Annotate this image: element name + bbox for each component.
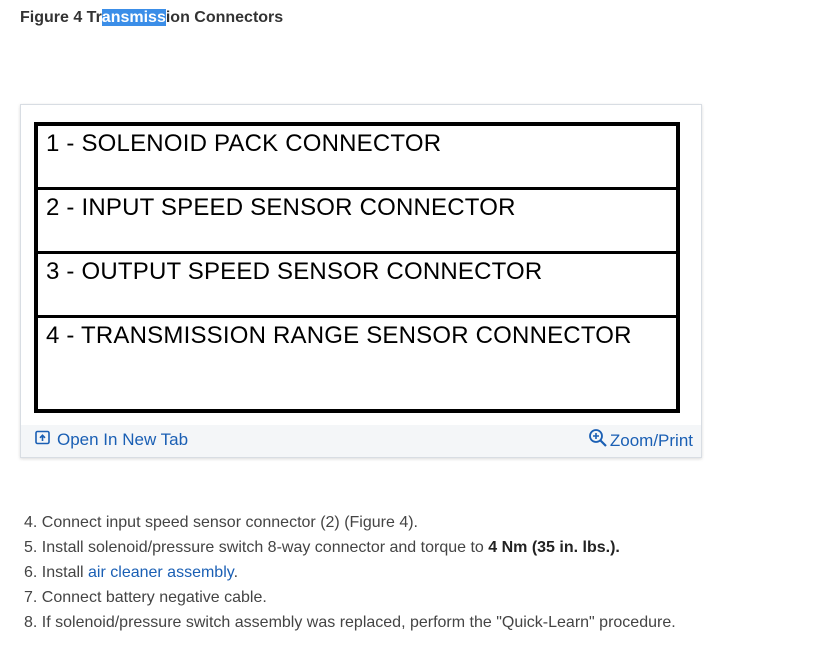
torque-value: 4 Nm (35 in. lbs.).: [488, 539, 620, 556]
figure-title: Figure 4 Transmission Connectors: [20, 6, 283, 30]
connector-legend-image[interactable]: 1 - SOLENOID PACK CONNECTOR 2 - INPUT SP…: [34, 122, 680, 413]
legend-item-solenoid-pack: 1 - SOLENOID PACK CONNECTOR: [38, 126, 676, 190]
legend-item-range-sensor: 4 - TRANSMISSION RANGE SENSOR CONNECTOR: [46, 322, 632, 349]
step-4: 4. Connect input speed sensor connector …: [24, 514, 418, 531]
zoom-print-link[interactable]: Zoom/Print: [588, 428, 693, 453]
open-new-tab-icon: [35, 430, 50, 450]
figure-title-end: ion Connectors: [165, 9, 284, 26]
zoom-magnifier-icon: [588, 428, 608, 453]
legend-item-output-speed-sensor: 3 - OUTPUT SPEED SENSOR CONNECTOR: [38, 254, 676, 318]
figure-footer: Open In New Tab Zoom/Print: [21, 425, 701, 457]
figure-card: 1 - SOLENOID PACK CONNECTOR 2 - INPUT SP…: [20, 104, 702, 458]
step-6: 6. Install air cleaner assembly.: [24, 564, 239, 581]
step-8: 8. If solenoid/pressure switch assembly …: [24, 614, 676, 631]
zoom-print-label: Zoom/Print: [609, 430, 693, 450]
selected-text: ansmiss: [101, 9, 166, 26]
figure-title-start: Figure 4 Tr: [20, 9, 102, 26]
step-5: 5. Install solenoid/pressure switch 8-wa…: [24, 539, 620, 556]
step-7: 7. Connect battery negative cable.: [24, 589, 267, 606]
open-in-new-tab-link[interactable]: Open In New Tab: [35, 430, 188, 450]
procedure-steps: 4. Connect input speed sensor connector …: [24, 510, 676, 635]
open-in-new-tab-label: Open In New Tab: [57, 430, 189, 449]
legend-item-input-speed-sensor: 2 - INPUT SPEED SENSOR CONNECTOR: [38, 190, 676, 254]
air-cleaner-assembly-link[interactable]: air cleaner assembly: [88, 564, 234, 581]
